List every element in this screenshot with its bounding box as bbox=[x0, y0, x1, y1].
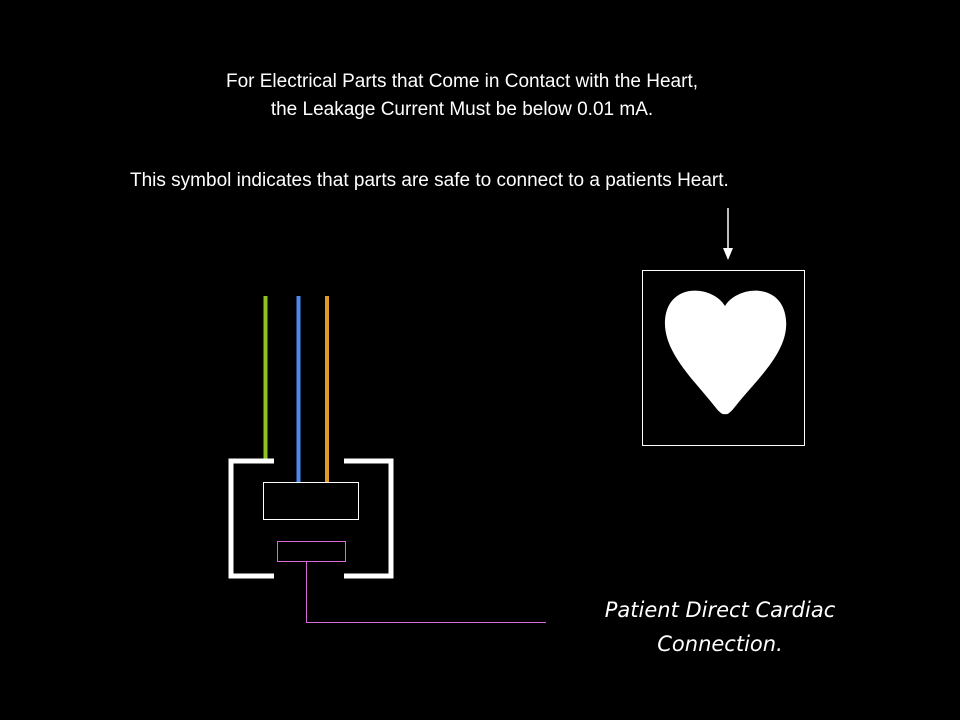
enclosure-left-bracket bbox=[228, 458, 274, 579]
applied-part-box bbox=[277, 541, 346, 562]
cardiac-symbol bbox=[642, 270, 805, 446]
caption-line-1: Patient Direct Cardiac bbox=[604, 598, 836, 622]
heart-icon bbox=[664, 290, 787, 415]
arrow-down-icon bbox=[723, 208, 733, 260]
caption-line-2: Connection. bbox=[657, 632, 783, 656]
enclosure-right-bracket bbox=[344, 458, 394, 579]
device-enclosure bbox=[228, 458, 394, 579]
internal-component-box bbox=[263, 482, 359, 520]
heading-line-1: For Electrical Parts that Come in Contac… bbox=[225, 71, 698, 92]
symbol-frame bbox=[642, 270, 805, 446]
caption: Patient Direct Cardiac Connection. bbox=[560, 593, 880, 661]
patient-lead bbox=[306, 562, 546, 623]
symbol-note: This symbol indicates that parts are saf… bbox=[130, 170, 729, 191]
heading-line-2: the Leakage Current Must be below 0.01 m… bbox=[270, 99, 654, 120]
